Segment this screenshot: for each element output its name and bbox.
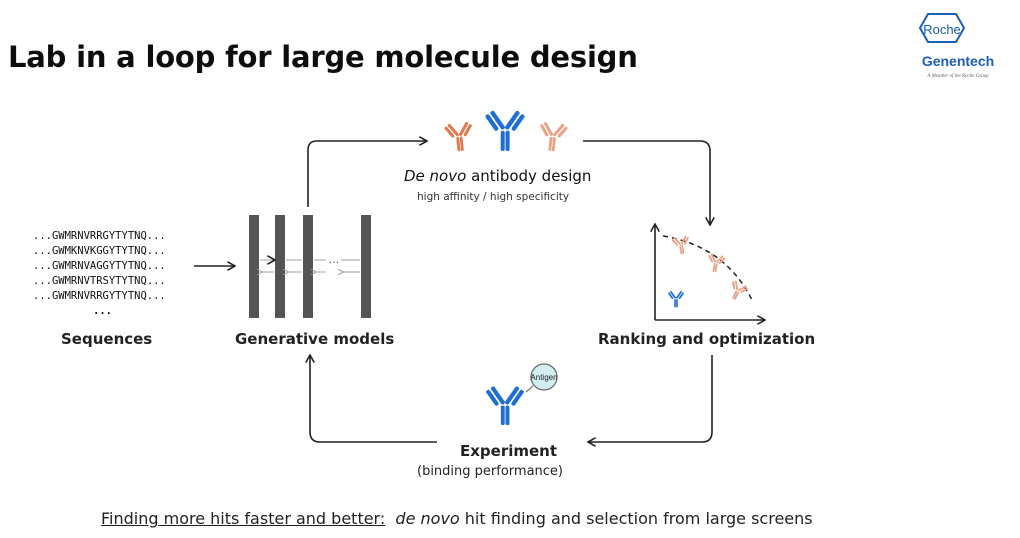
ranked-antibody-icon-3: [725, 278, 750, 304]
sequence-line: ...GWMRNVAGGYTYTNQ...: [33, 260, 166, 272]
roche-logo-text: Roche: [923, 22, 961, 37]
ranking-label: Ranking and optimization: [598, 330, 816, 348]
antibody-icon-blue: [484, 110, 526, 151]
design-title: De novo antibody design: [404, 167, 591, 185]
design-title-italic: De novo: [404, 167, 467, 185]
sequence-ellipsis: ...: [93, 305, 112, 317]
sequence-list: ...GWMRNVRRGYTYTNQ... ...GWMKNVKGGYTYTNQ…: [33, 229, 166, 319]
arrow-experiment-to-models: [310, 356, 437, 443]
design-title-rest: antibody design: [466, 167, 592, 185]
sequence-line: ...GWMKNVKGGYTYTNQ...: [33, 245, 166, 257]
experiment-sublabel: (binding performance): [417, 464, 563, 479]
footer-rest: hit finding and selection from large scr…: [459, 509, 813, 528]
sequence-line: ...GWMRNVRRGYTYTNQ...: [33, 230, 166, 242]
experiment-label: Experiment: [460, 442, 558, 460]
genentech-logo-text: Genentech: [922, 53, 994, 69]
page-title: Lab in a loop for large molecule design: [8, 40, 638, 74]
design-subtitle: high affinity / high specificity: [417, 191, 570, 203]
sequence-line: ...GWMRNVRRGYTYTNQ...: [33, 290, 166, 302]
arrow-models-to-design: [307, 141, 426, 207]
ranked-antibody-icon-blue: [667, 290, 685, 308]
ranked-antibody-icon-1: [670, 234, 692, 256]
generative-models-label: Generative models: [235, 330, 395, 348]
layer-ellipsis: ...: [329, 253, 340, 266]
sequences-label: Sequences: [61, 330, 153, 348]
layer-connections: [260, 260, 360, 272]
antigen-icon: Antigen: [525, 363, 558, 393]
antibody-icon-orange: [443, 120, 475, 153]
antigen-label: Antigen: [530, 373, 557, 382]
sequence-line: ...GWMRNVTRSYTYTNQ...: [33, 275, 166, 287]
experiment-antibody-icon: [485, 385, 525, 426]
ranking-plot: [655, 225, 764, 320]
footer-italic: de novo: [395, 509, 460, 528]
roche-genentech-logo: Roche Genentech A Member of the Roche Gr…: [918, 13, 994, 79]
antibody-icon-salmon: [537, 120, 569, 153]
logo-tagline: A Member of the Roche Group: [926, 74, 989, 79]
neural-network-layers: [249, 215, 371, 318]
footer-statement: Finding more hits faster and better: de …: [101, 509, 813, 528]
arrow-design-to-ranking: [583, 140, 710, 224]
footer-underlined: Finding more hits faster and better:: [101, 509, 386, 528]
arrow-ranking-to-experiment: [589, 355, 713, 442]
